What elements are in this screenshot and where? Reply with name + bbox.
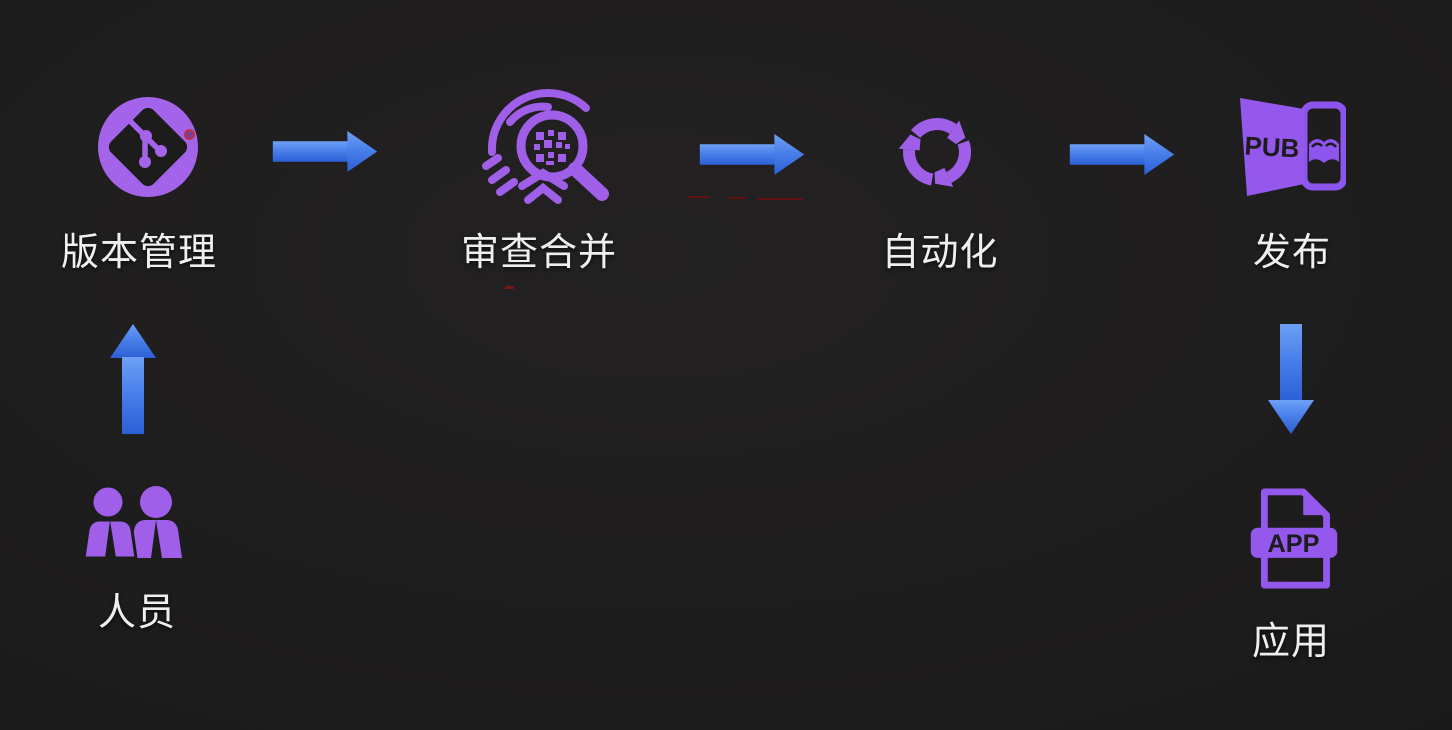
open-book-glyph <box>1309 138 1339 163</box>
arrow-up-icon <box>110 324 156 434</box>
arrow-down-icon <box>1268 324 1314 434</box>
red-line-artifact <box>758 198 803 200</box>
person-back <box>130 486 182 558</box>
fingerprint-scan-icon <box>482 89 609 204</box>
label-publish: 发布 <box>1252 232 1331 274</box>
recycle-icon <box>898 118 971 187</box>
red-line-artifact <box>728 197 746 199</box>
app-letters: APP <box>1268 530 1320 558</box>
people-icon <box>82 486 182 560</box>
arrow-right-3-icon <box>1069 134 1175 175</box>
red-dot-artifact <box>184 129 195 140</box>
pub-book-icon: PUB <box>1240 98 1346 196</box>
app-file-icon: APP <box>1250 488 1338 589</box>
git-icon <box>98 97 198 197</box>
red-line-artifact <box>688 196 710 198</box>
label-version-control: 版本管理 <box>60 232 217 274</box>
label-people: 人员 <box>97 592 176 634</box>
label-application: 应用 <box>1251 621 1330 663</box>
red-dash-artifact <box>505 286 514 289</box>
label-automation: 自动化 <box>881 232 999 274</box>
arrow-right-2-icon <box>699 134 805 175</box>
person-front <box>82 486 138 560</box>
qr-code-pattern <box>534 130 570 165</box>
pub-letters: PUB <box>1244 131 1300 164</box>
arrow-right-1-icon <box>272 131 378 172</box>
label-review-merge: 审查合并 <box>460 232 617 274</box>
